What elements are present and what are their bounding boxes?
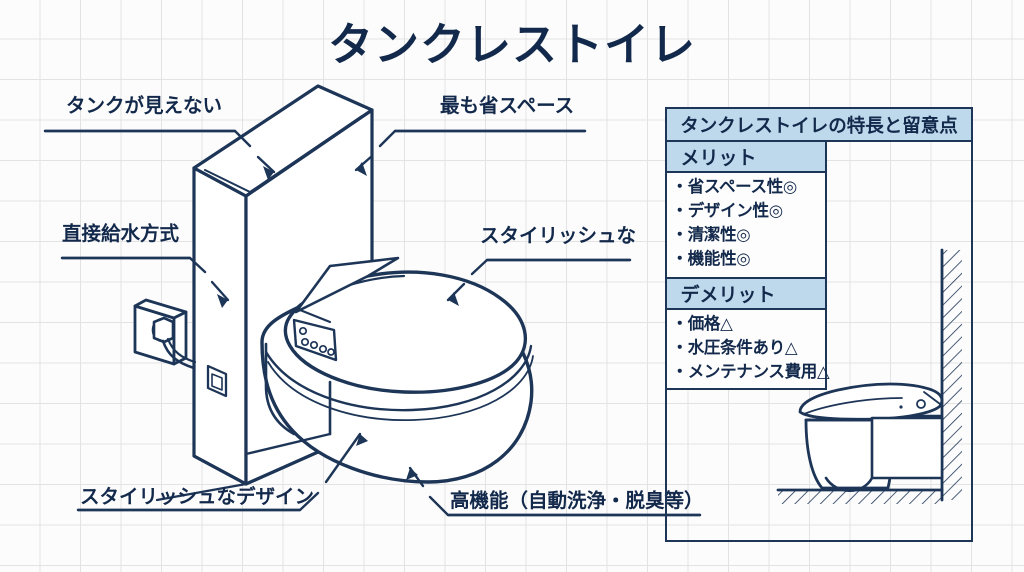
valve-knob — [151, 316, 175, 344]
inset-floor — [778, 490, 942, 504]
inset-bowl-underside — [824, 476, 874, 492]
callout-label: スタイリッシュな — [480, 225, 637, 247]
section-heading-demerit: デメリット — [666, 278, 825, 310]
callout-underlines — [43, 129, 702, 517]
list-item: ・機能性◎ — [671, 249, 751, 268]
callout-label: スタイリッシュなデザイン — [80, 486, 315, 508]
list-item: ・メンテナンス費用△ — [671, 362, 830, 381]
leader-arrowheads — [217, 162, 459, 480]
seat-rim-line — [264, 344, 534, 421]
infobox-header-label: タンクレストイレの特長と留意点 — [680, 114, 958, 136]
tank-top-inner-edge — [204, 115, 363, 193]
bowl-side-skirt — [264, 342, 332, 436]
callout-label: 最も省スペース — [440, 95, 575, 117]
infobox-header: タンクレストイレの特長と留意点 — [667, 109, 971, 142]
callout-label: 直接給水方式 — [62, 223, 180, 245]
supply-hose — [161, 337, 197, 370]
list-item: ・水圧条件あり△ — [671, 338, 798, 357]
section-heading-label: メリット — [680, 148, 757, 169]
merit-list: ・省スペース性◎ ・デザイン性◎ ・清潔性◎ ・機能性◎ — [666, 173, 825, 279]
inset-cistern-panel — [870, 416, 944, 480]
inset-wall — [942, 250, 962, 500]
callout-high-function: 高機能（自動洗浄・脱臭等） — [450, 490, 704, 512]
floor-guide-lines — [155, 482, 248, 502]
bowl-base-shadow-line — [244, 432, 332, 456]
section-heading-merit: メリット — [666, 142, 825, 173]
callout-label: タンクが見えない — [66, 95, 223, 117]
list-item: ・省スペース性◎ — [671, 178, 798, 196]
list-item: ・デザイン性◎ — [671, 201, 784, 220]
callout-stylish: スタイリッシュな — [480, 225, 637, 247]
features-infobox: タンクレストイレの特長と留意点 メリット ・省スペース性◎ ・デザイン性◎ ・清… — [664, 107, 973, 542]
callout-tank-hidden: タンクが見えない — [66, 95, 223, 117]
tank-access-panel — [206, 364, 228, 398]
inset-toilet-seat — [798, 382, 944, 421]
list-item: ・価格△ — [671, 314, 733, 333]
lid-back-panel — [294, 256, 400, 314]
callout-most-space-saving: 最も省スペース — [440, 95, 575, 117]
callout-stylish-design: スタイリッシュなデザイン — [80, 486, 315, 508]
list-item: ・清潔性◎ — [671, 225, 751, 244]
demerit-list: ・価格△ ・水圧条件あり△ ・メンテナンス費用△ — [667, 310, 830, 389]
inset-toilet-button — [899, 399, 926, 409]
control-panel-buttons — [298, 326, 335, 356]
callout-direct-supply: 直接給水方式 — [62, 223, 180, 245]
callout-label: 高機能（自動洗浄・脱臭等） — [450, 490, 704, 512]
page-title: タンクレストイレ — [327, 19, 696, 70]
section-heading-label: デメリット — [680, 284, 776, 306]
infobox-panel: メリット ・省スペース性◎ ・デザイン性◎ ・清潔性◎ ・機能性◎ デメリット … — [664, 142, 830, 391]
